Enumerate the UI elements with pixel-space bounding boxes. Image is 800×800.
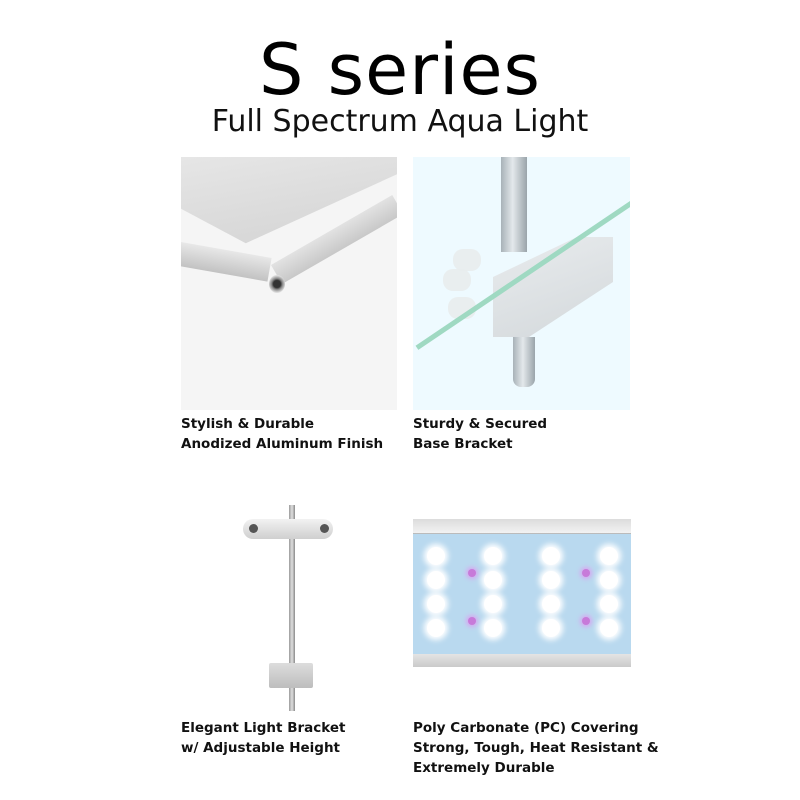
led-uv xyxy=(582,617,590,625)
led-white xyxy=(542,571,560,589)
led-uv xyxy=(582,569,590,577)
housing-top xyxy=(413,519,631,534)
led-uv xyxy=(468,569,476,577)
led-white xyxy=(542,595,560,613)
vertical-rod xyxy=(289,505,295,711)
pc-cover xyxy=(413,534,631,654)
led-white xyxy=(542,547,560,565)
base-bracket-image xyxy=(413,157,630,410)
led-white xyxy=(427,595,445,613)
knob xyxy=(443,269,471,291)
height-clamp xyxy=(269,663,313,688)
led-white xyxy=(600,595,618,613)
led-white xyxy=(542,619,560,637)
aluminum-finish-image xyxy=(181,157,397,410)
housing-bottom xyxy=(413,654,631,667)
led-white xyxy=(427,571,445,589)
led-white xyxy=(427,547,445,565)
led-white xyxy=(600,619,618,637)
led-white xyxy=(484,619,502,637)
led-uv xyxy=(468,617,476,625)
led-white xyxy=(600,571,618,589)
screw-icon xyxy=(320,524,329,533)
led-white xyxy=(427,619,445,637)
led-white xyxy=(484,595,502,613)
feature-caption-4: Poly Carbonate (PC) Covering Strong, Tou… xyxy=(413,720,659,776)
light-bracket-image xyxy=(181,505,397,715)
led-white xyxy=(600,547,618,565)
led-white xyxy=(484,547,502,565)
feature-caption-1: Stylish & Durable Anodized Aluminum Fini… xyxy=(181,416,384,452)
bracket-rod-lower xyxy=(513,337,535,387)
top-mount-bar xyxy=(243,519,333,539)
feature-caption-3: Elegant Light Bracket w/ Adjustable Heig… xyxy=(181,720,346,756)
led-white xyxy=(484,571,502,589)
led-panel-image xyxy=(413,519,631,669)
bracket-rod xyxy=(501,157,527,252)
page-title: S series xyxy=(259,29,541,111)
feature-caption-2: Sturdy & Secured Base Bracket xyxy=(413,416,548,452)
page-subtitle: Full Spectrum Aqua Light xyxy=(211,104,589,139)
screw-icon xyxy=(249,524,258,533)
housing-edge xyxy=(181,242,272,282)
knob xyxy=(453,249,481,271)
screw-hole-icon xyxy=(269,275,285,293)
